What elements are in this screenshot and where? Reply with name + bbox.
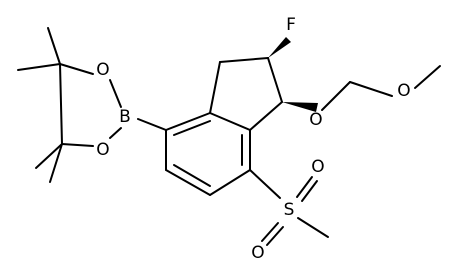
atom-o-ring-bottom: O	[96, 140, 109, 160]
atom-o-methoxy: O	[397, 81, 410, 101]
atom-o-ring-top: O	[96, 60, 109, 80]
atom-b: B	[119, 107, 131, 127]
atom-s: S	[284, 200, 295, 220]
atom-o-sulfonyl-top: O	[311, 157, 324, 177]
atom-o-ether: O	[309, 110, 322, 130]
atom-f: F	[286, 15, 296, 35]
bond-lines	[17, 27, 441, 246]
atom-o-sulfonyl-bottom: O	[251, 243, 264, 263]
wedge-bond-f	[268, 37, 291, 58]
wedge-bond-o	[282, 102, 318, 112]
